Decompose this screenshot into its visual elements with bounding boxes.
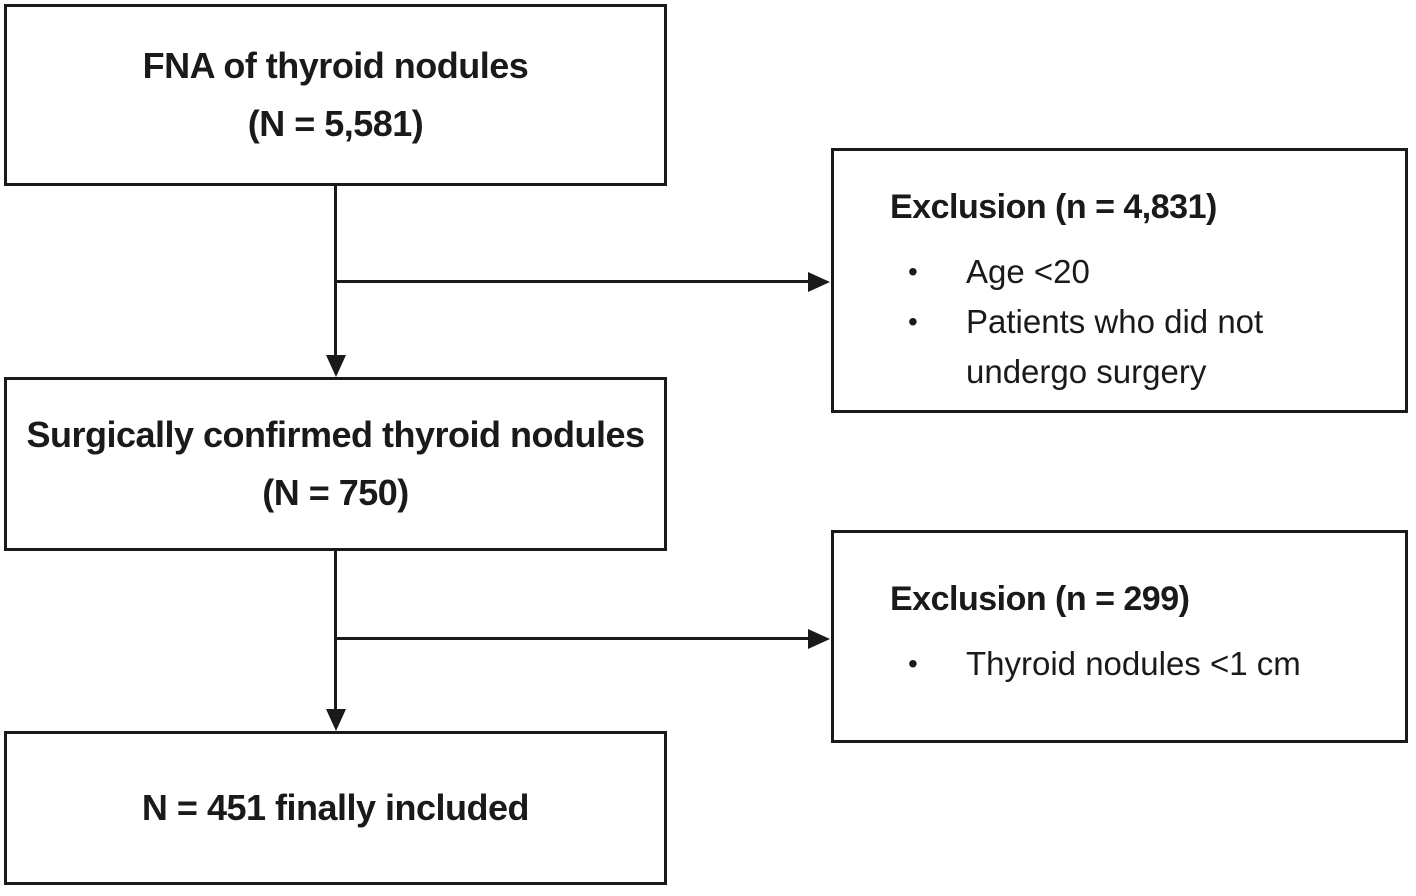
bullet-item-text: Patients who did not undergo surgery <box>966 303 1264 390</box>
node-exclusion2-title: Exclusion (n = 299) <box>890 580 1190 618</box>
connector-branch-to-exclusion2-line <box>335 637 809 640</box>
node-exclusion2-bullet-list: • Thyroid nodules <1 cm <box>908 639 1385 689</box>
node-fna-box: FNA of thyroid nodules (N = 5,581) <box>4 4 667 186</box>
right-arrowhead-icon <box>808 271 830 292</box>
list-item: • Patients who did not undergo surgery <box>908 297 1385 397</box>
down-arrowhead-icon <box>326 709 346 731</box>
node-final-box: N = 451 finally included <box>4 731 667 885</box>
node-exclusion1-bullet-list: • Age <20 • Patients who did not undergo… <box>908 247 1385 397</box>
node-exclusion2-box: Exclusion (n = 299) • Thyroid nodules <1… <box>831 530 1408 743</box>
connector-branch-to-exclusion1-line <box>335 280 809 283</box>
down-arrowhead-icon <box>326 355 346 377</box>
bullet-icon: • <box>908 256 918 287</box>
list-item: • Thyroid nodules <1 cm <box>908 639 1385 689</box>
node-final-title: N = 451 finally included <box>141 787 530 828</box>
bullet-icon: • <box>908 306 918 337</box>
bullet-icon: • <box>908 648 918 679</box>
connector-surgical-to-final-line <box>334 551 337 710</box>
bullet-item-text: Thyroid nodules <1 cm <box>966 645 1301 682</box>
bullet-item-text: Age <20 <box>966 253 1090 290</box>
list-item: • Age <20 <box>908 247 1385 297</box>
node-exclusion1-title: Exclusion (n = 4,831) <box>890 188 1217 226</box>
node-surgical-count: (N = 750) <box>262 472 409 513</box>
node-exclusion1-box: Exclusion (n = 4,831) • Age <20 • Patien… <box>831 148 1408 413</box>
node-fna-title: FNA of thyroid nodules <box>142 45 529 86</box>
node-fna-count: (N = 5,581) <box>247 103 424 144</box>
node-surgical-title: Surgically confirmed thyroid nodules <box>26 414 645 455</box>
node-surgical-box: Surgically confirmed thyroid nodules (N … <box>4 377 667 551</box>
right-arrowhead-icon <box>808 628 830 649</box>
connector-fna-to-surgical-line <box>334 186 337 356</box>
